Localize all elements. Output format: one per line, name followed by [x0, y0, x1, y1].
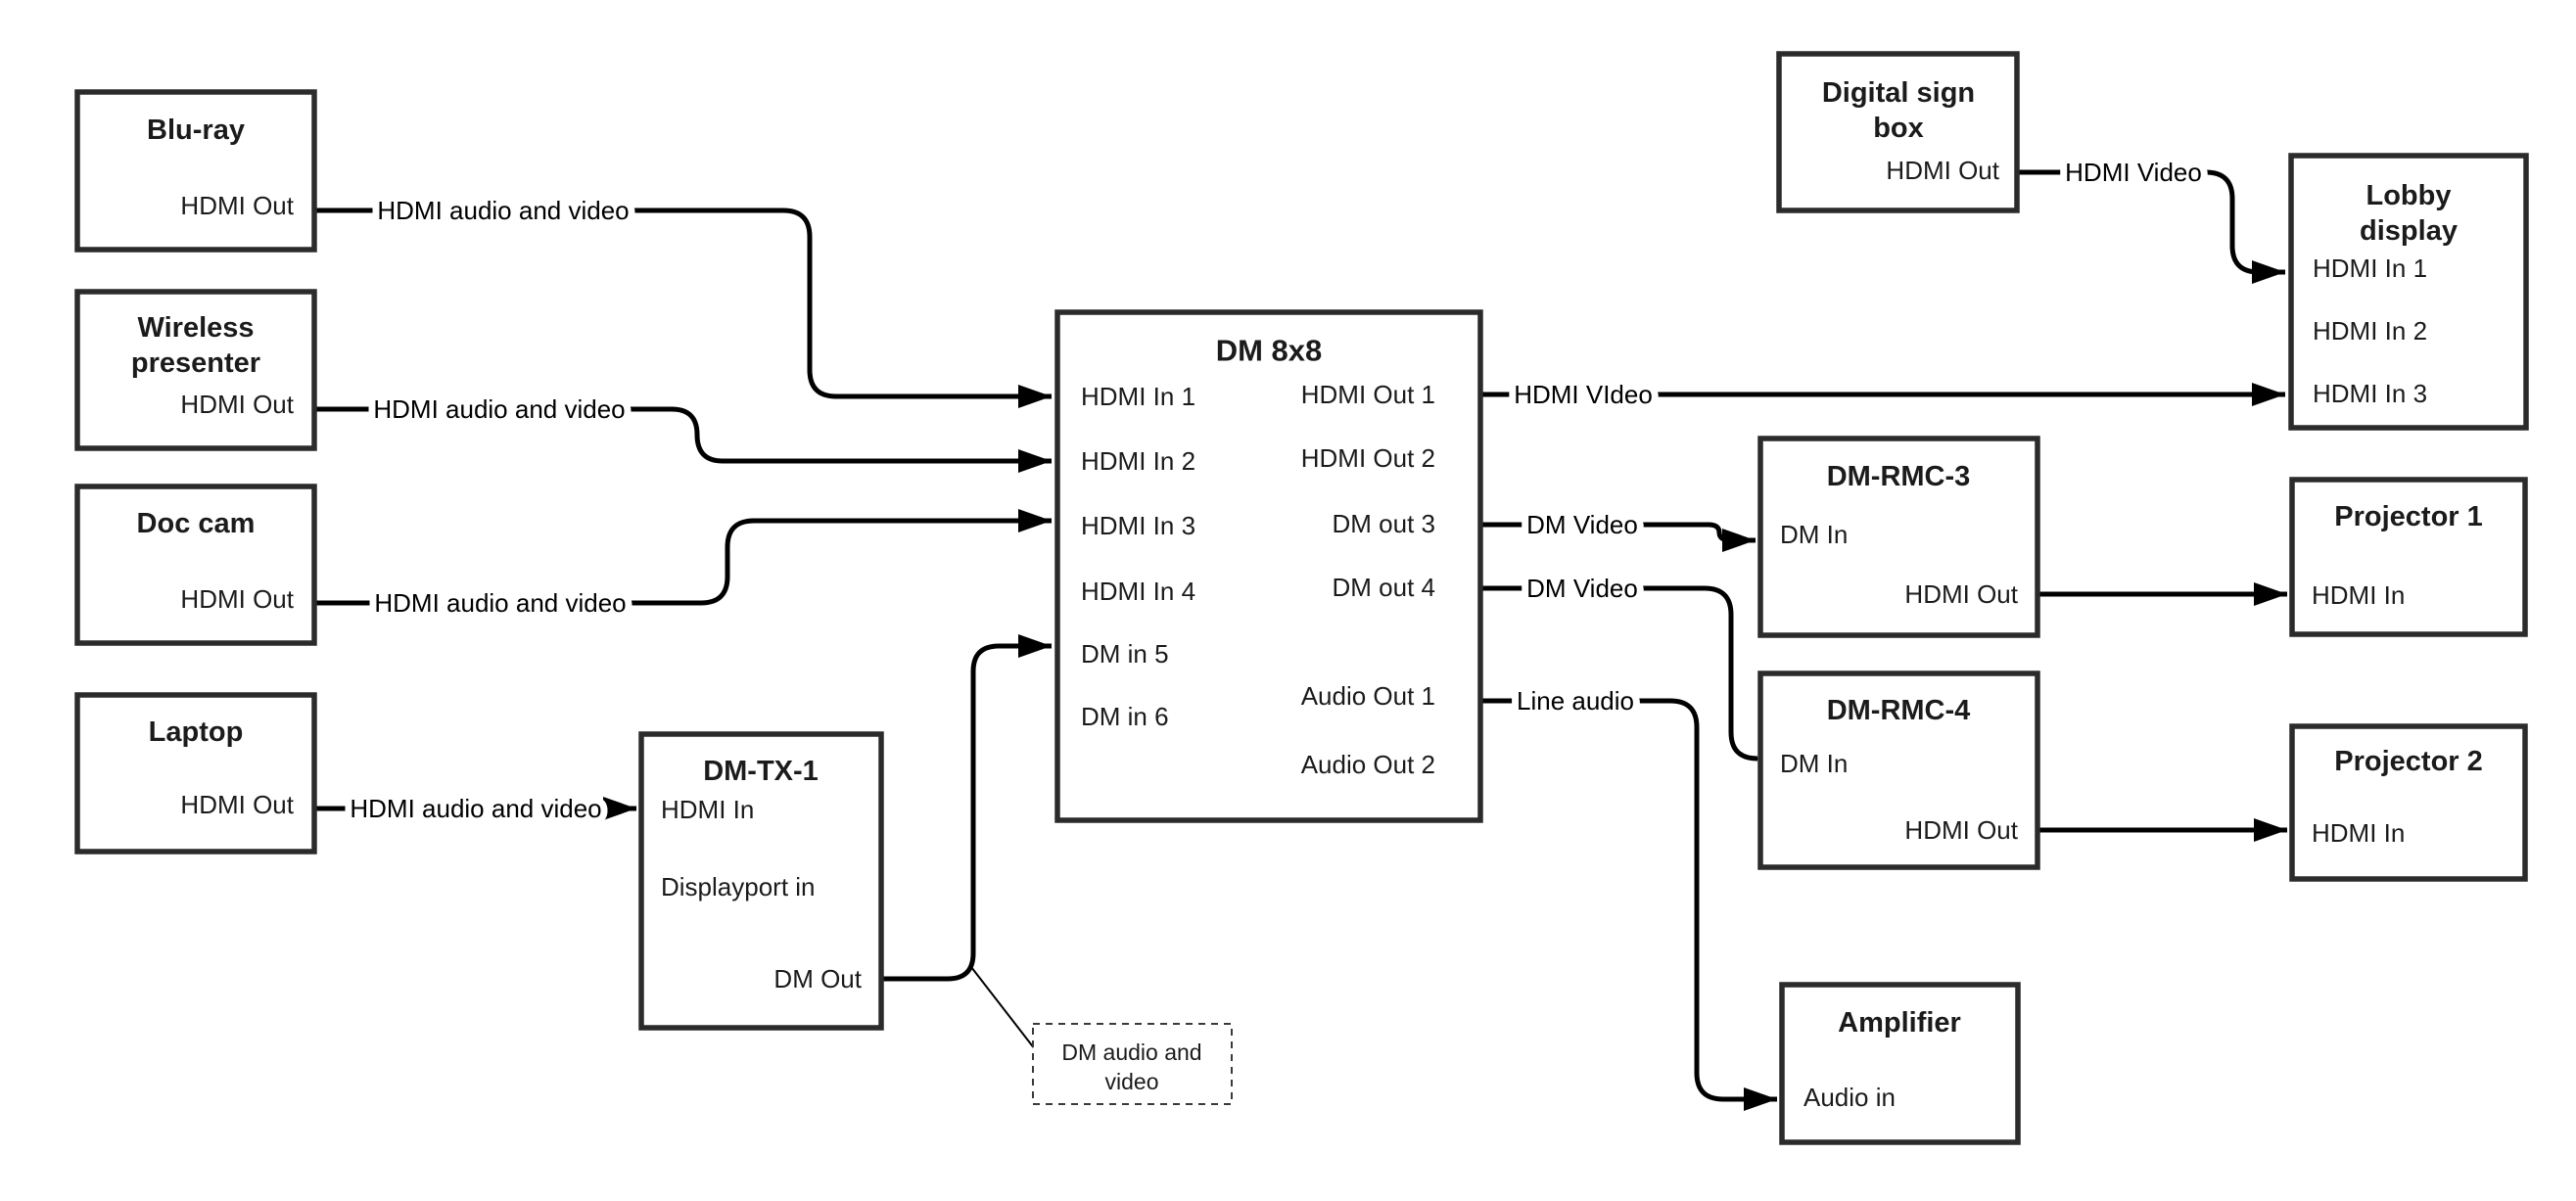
dm8x8-port-dm-out-3: DM out 3	[1333, 509, 1436, 538]
dm8x8-port-hdmi-in-1: HDMI In 1	[1081, 382, 1195, 411]
dm8x8-port-audio-out-1: Audio Out 1	[1301, 681, 1435, 711]
lobby-port-hdmi-in-3: HDMI In 3	[2313, 379, 2427, 408]
node-bluray: Blu-ray HDMI Out	[74, 89, 317, 253]
node-wireless-presenter: Wireless presenter HDMI Out	[74, 289, 317, 451]
digital-sign-port-hdmi-out: HDMI Out	[1886, 156, 1999, 185]
callout-text-line2: video	[1105, 1069, 1159, 1094]
digital-sign-box	[1776, 51, 2020, 213]
projector1-port-hdmi-in: HDMI In	[2312, 580, 2405, 610]
doccam-port-hdmi-out: HDMI Out	[180, 584, 294, 614]
node-dmtx1: DM-TX-1 HDMI In Displayport in DM Out	[638, 731, 884, 1031]
node-projector2: Projector 2 HDMI In	[2289, 723, 2528, 882]
wire-dm8x8-aout1-to-amplifier	[1480, 698, 1777, 1111]
dm8x8-title: DM 8x8	[1216, 334, 1323, 368]
bluray-port-hdmi-out: HDMI Out	[180, 191, 294, 220]
lobby-title-line2: display	[2360, 215, 2458, 247]
dmrmc3-title: DM-RMC-3	[1827, 461, 1971, 492]
dm8x8-port-dm-in-6: DM in 6	[1081, 702, 1169, 731]
dmtx1-port-dm-out: DM Out	[773, 964, 862, 993]
dm8x8-port-hdmi-in-4: HDMI In 4	[1081, 577, 1195, 606]
wireless-title-line2: presenter	[131, 347, 260, 379]
dmrmc4-box	[1757, 670, 2040, 870]
bluray-box	[74, 89, 317, 253]
dm8x8-port-hdmi-in-2: HDMI In 2	[1081, 446, 1195, 476]
wire-label-bluray: HDMI audio and video	[377, 196, 629, 225]
dm8x8-port-dm-out-4: DM out 4	[1333, 573, 1436, 602]
laptop-port-hdmi-out: HDMI Out	[180, 790, 294, 819]
dm8x8-port-hdmi-out-1: HDMI Out 1	[1301, 380, 1435, 409]
projector2-port-hdmi-in: HDMI In	[2312, 818, 2405, 848]
dmtx1-box	[638, 731, 884, 1031]
amplifier-port-audio-in: Audio in	[1803, 1083, 1896, 1112]
dm8x8-port-hdmi-out-2: HDMI Out 2	[1301, 443, 1435, 473]
wire-label-dm-video-out4: DM Video	[1526, 574, 1638, 603]
wire-label-wireless: HDMI audio and video	[373, 394, 625, 424]
node-laptop: Laptop HDMI Out	[74, 692, 317, 855]
wire-label-dm-video-out3: DM Video	[1526, 510, 1638, 539]
wire-label-hdmi-video-sign: HDMI Video	[2065, 158, 2202, 187]
lobby-display-box	[2288, 153, 2529, 431]
callout-text-line1: DM audio and	[1061, 1039, 1201, 1065]
wireless-port-hdmi-out: HDMI Out	[180, 390, 294, 419]
lobby-title-line1: Lobby	[2366, 180, 2452, 211]
projector2-title: Projector 2	[2334, 746, 2483, 777]
node-lobby-display: Lobby display HDMI In 1 HDMI In 2 HDMI I…	[2288, 153, 2529, 431]
callout-leader-line	[970, 966, 1036, 1050]
wire-dmtx1-to-dm8x8-in5	[881, 634, 1052, 982]
projector2-box	[2289, 723, 2528, 882]
doccam-title: Doc cam	[137, 508, 256, 539]
wire-wireless-to-dm8x8-in2	[314, 406, 1052, 473]
callout-note-box	[1032, 1023, 1233, 1105]
dm8x8-box	[1054, 309, 1483, 823]
lobby-port-hdmi-in-1: HDMI In 1	[2313, 254, 2427, 283]
node-dmrmc4: DM-RMC-4 DM In HDMI Out	[1757, 670, 2040, 870]
dm8x8-port-dm-in-5: DM in 5	[1081, 639, 1169, 669]
node-dm8x8: DM 8x8 HDMI In 1 HDMI In 2 HDMI In 3 HDM…	[1054, 309, 1483, 823]
wire-dm8x8-out3-to-rmc3	[1480, 522, 1756, 552]
projector1-box	[2289, 477, 2528, 637]
node-amplifier: Amplifier Audio in	[1779, 982, 2021, 1145]
dmtx1-title: DM-TX-1	[703, 756, 819, 787]
dmrmc3-port-hdmi-out: HDMI Out	[1904, 579, 2018, 609]
amplifier-title: Amplifier	[1838, 1007, 1961, 1039]
wire-label-line-audio: Line audio	[1517, 686, 1634, 716]
bluray-title: Blu-ray	[147, 115, 245, 146]
node-projector1: Projector 1 HDMI In	[2289, 477, 2528, 637]
dmrmc4-port-dm-in: DM In	[1780, 749, 1848, 778]
digital-sign-title-line1: Digital sign	[1822, 77, 1975, 109]
dmtx1-port-displayport-in: Displayport in	[661, 872, 816, 901]
node-dmrmc3: DM-RMC-3 DM In HDMI Out	[1757, 436, 2040, 638]
amplifier-box	[1779, 982, 2021, 1145]
wireless-title-line1: Wireless	[137, 312, 254, 344]
digital-sign-title-line2: box	[1873, 113, 1924, 144]
projector1-title: Projector 1	[2334, 501, 2483, 532]
wire-label-laptop: HDMI audio and video	[350, 794, 601, 823]
wire-doccam-to-dm8x8-in3	[314, 509, 1052, 606]
dmrmc3-box	[1757, 436, 2040, 638]
node-doccam: Doc cam HDMI Out	[74, 484, 317, 646]
dmrmc4-title: DM-RMC-4	[1827, 695, 1971, 726]
lobby-port-hdmi-in-2: HDMI In 2	[2313, 316, 2427, 346]
laptop-box	[74, 692, 317, 855]
laptop-title: Laptop	[149, 716, 244, 748]
wire-label-doccam: HDMI audio and video	[374, 588, 626, 618]
wire-bluray-to-dm8x8-in1	[314, 208, 1052, 408]
dm8x8-port-hdmi-in-3: HDMI In 3	[1081, 511, 1195, 540]
dmrmc4-port-hdmi-out: HDMI Out	[1904, 815, 2018, 845]
doccam-box	[74, 484, 317, 646]
wire-sign-to-lobby-in1	[2017, 169, 2285, 284]
node-digital-sign-box: Digital sign box HDMI Out	[1776, 51, 2020, 213]
dmtx1-port-hdmi-in: HDMI In	[661, 795, 754, 824]
wireless-box	[74, 289, 317, 451]
wire-label-hdmi-video-out1: HDMI VIdeo	[1514, 380, 1653, 409]
dm8x8-port-audio-out-2: Audio Out 2	[1301, 750, 1435, 779]
dmrmc3-port-dm-in: DM In	[1780, 520, 1848, 549]
wire-dm8x8-out4-to-rmc4	[1480, 585, 1789, 770]
